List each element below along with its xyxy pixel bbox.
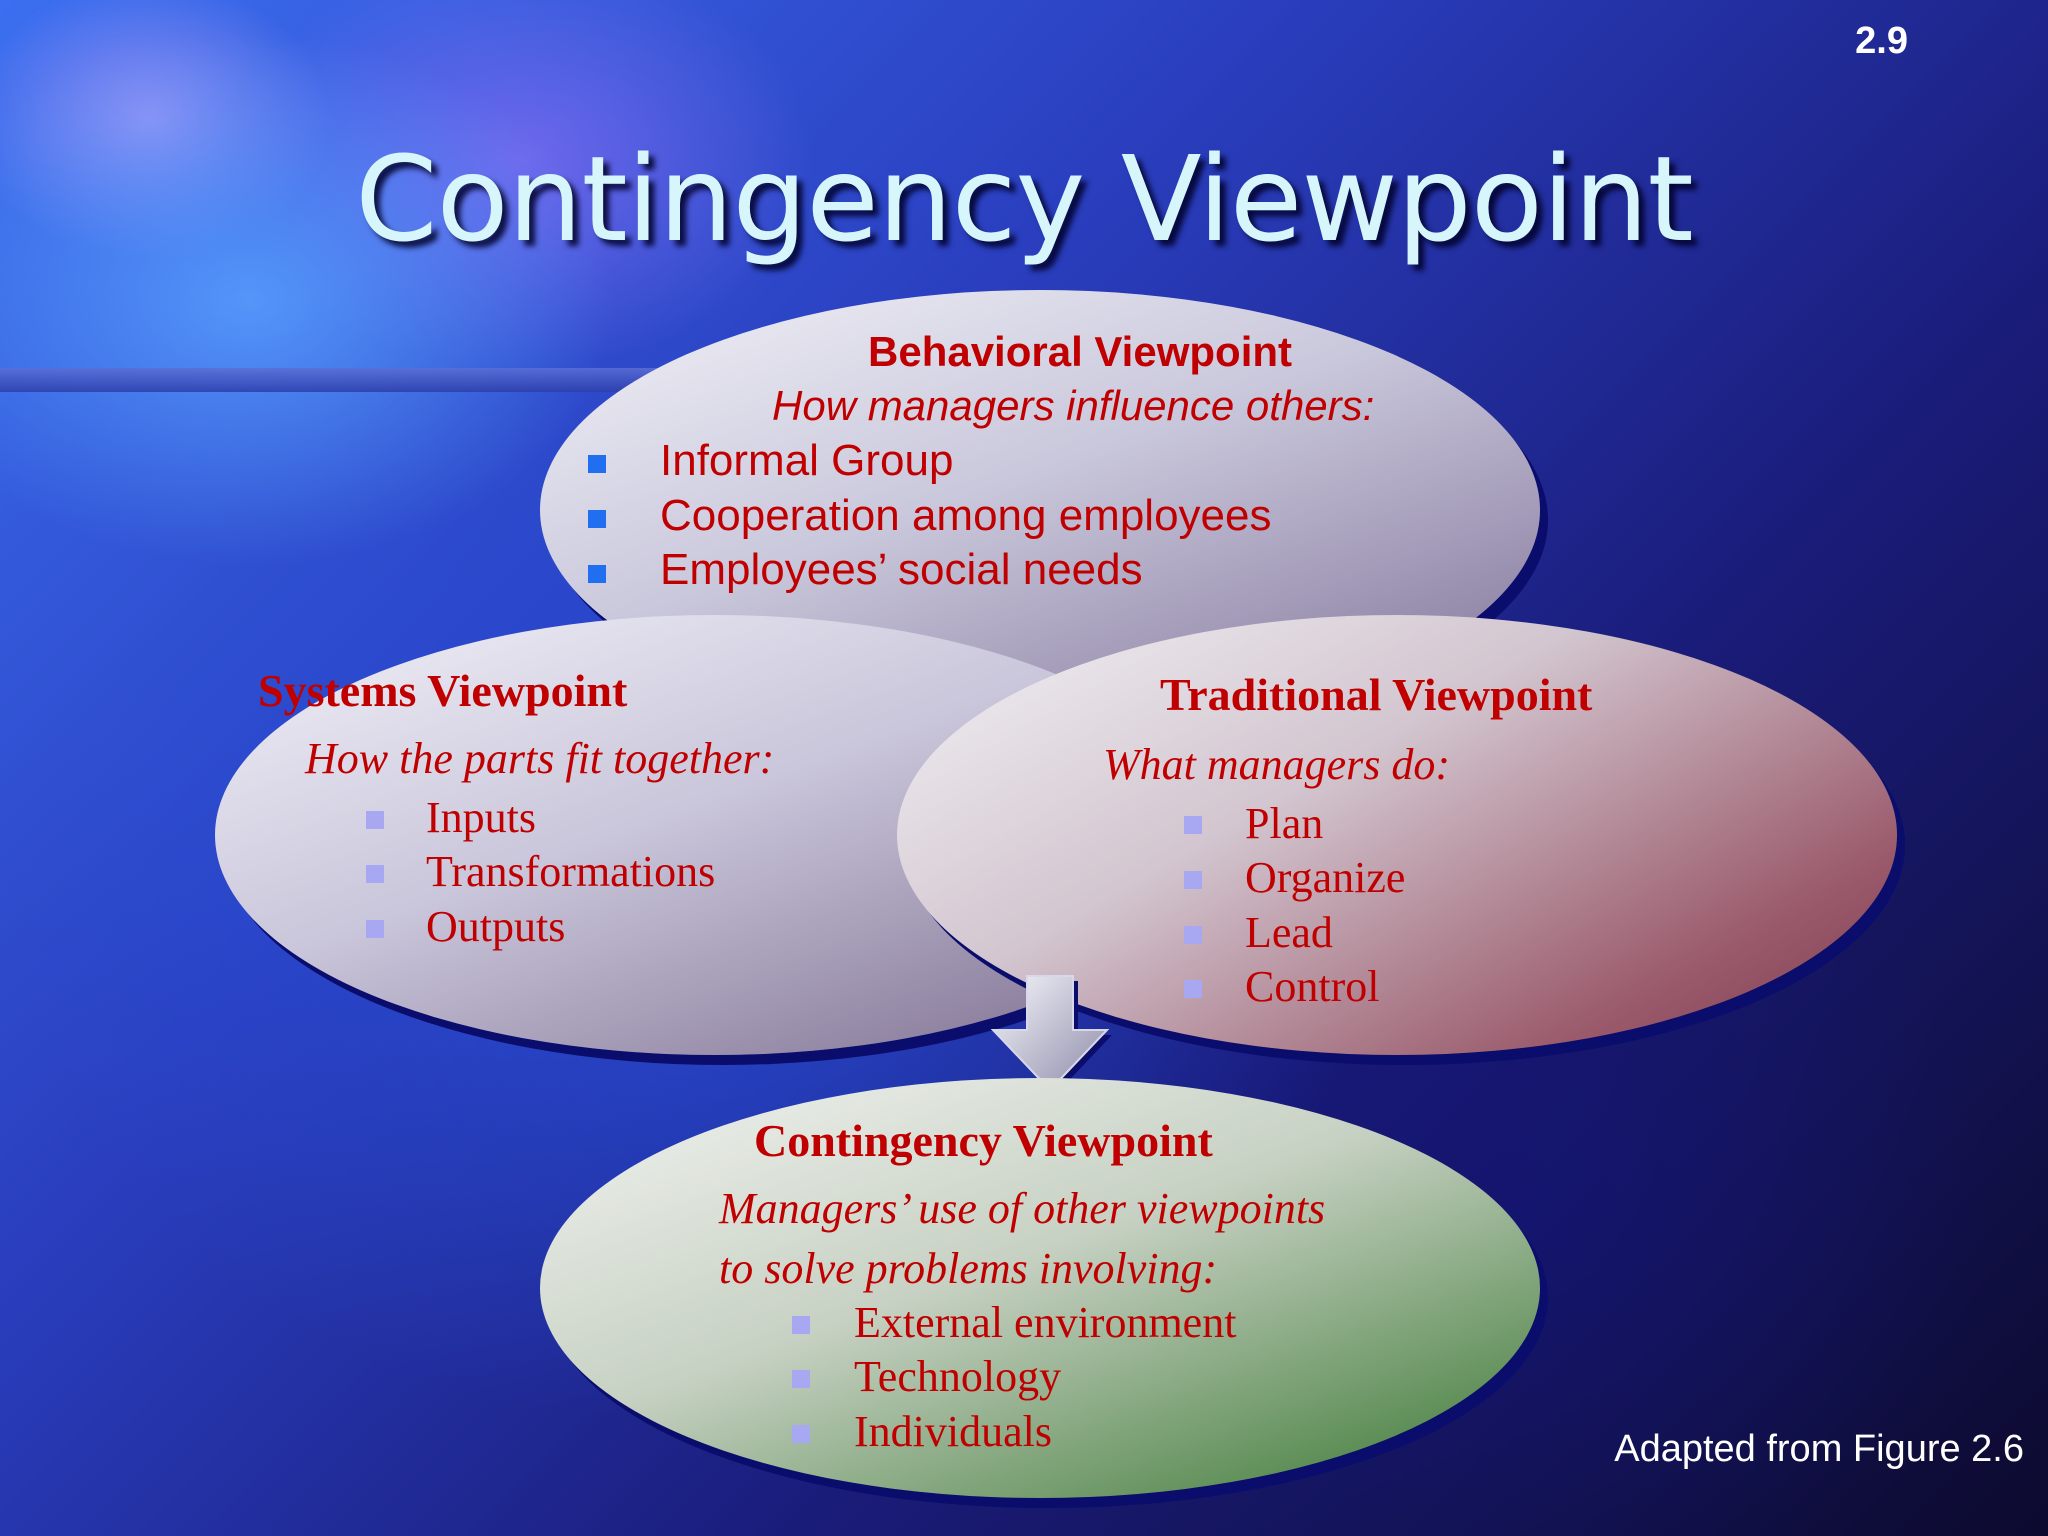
behavioral-item: Cooperation among employees xyxy=(660,491,1272,540)
slide-number: 2.9 xyxy=(1855,20,1908,62)
systems-subheading: How the parts fit together: xyxy=(305,734,775,783)
contingency-item: Technology xyxy=(854,1352,1062,1401)
bullet-icon xyxy=(792,1316,810,1334)
bullet-icon xyxy=(792,1370,810,1388)
contingency-item: External environment xyxy=(854,1298,1237,1347)
bullet-icon xyxy=(1184,926,1202,944)
down-arrow-icon xyxy=(990,975,1112,1095)
behavioral-subheading: How managers influence others: xyxy=(772,382,1375,429)
bullet-icon xyxy=(1184,871,1202,889)
bullet-icon xyxy=(792,1425,810,1443)
behavioral-item: Employees’ social needs xyxy=(660,545,1143,594)
bullet-icon xyxy=(1184,816,1202,834)
traditional-heading: Traditional Viewpoint xyxy=(1160,669,1593,720)
bullet-icon xyxy=(1184,980,1202,998)
traditional-subheading: What managers do: xyxy=(1103,740,1451,789)
behavioral-heading: Behavioral Viewpoint xyxy=(868,328,1292,375)
contingency-item: Individuals xyxy=(854,1407,1052,1456)
bullet-icon xyxy=(588,510,606,528)
contingency-subheading-line2: to solve problems involving: xyxy=(719,1244,1218,1293)
contingency-heading: Contingency Viewpoint xyxy=(754,1115,1213,1166)
systems-item: Outputs xyxy=(426,902,566,951)
bullet-icon xyxy=(366,920,384,938)
systems-item: Inputs xyxy=(426,793,536,842)
accent-bar xyxy=(0,368,700,392)
systems-item: Transformations xyxy=(426,847,716,896)
slide-title: Contingency Viewpoint xyxy=(355,130,1694,268)
figure-caption: Adapted from Figure 2.6 xyxy=(1614,1428,2024,1470)
systems-heading: Systems Viewpoint xyxy=(258,665,628,716)
traditional-item: Plan xyxy=(1245,799,1324,848)
bullet-icon xyxy=(588,565,606,583)
contingency-subheading-line1: Managers’ use of other viewpoints xyxy=(719,1184,1326,1233)
contingency-ellipse xyxy=(540,1078,1540,1498)
bullet-icon xyxy=(366,865,384,883)
bullet-icon xyxy=(588,455,606,473)
traditional-item: Control xyxy=(1245,962,1380,1011)
bullet-icon xyxy=(366,811,384,829)
traditional-item: Organize xyxy=(1245,853,1406,902)
traditional-item: Lead xyxy=(1245,908,1333,957)
behavioral-item: Informal Group xyxy=(660,436,954,485)
